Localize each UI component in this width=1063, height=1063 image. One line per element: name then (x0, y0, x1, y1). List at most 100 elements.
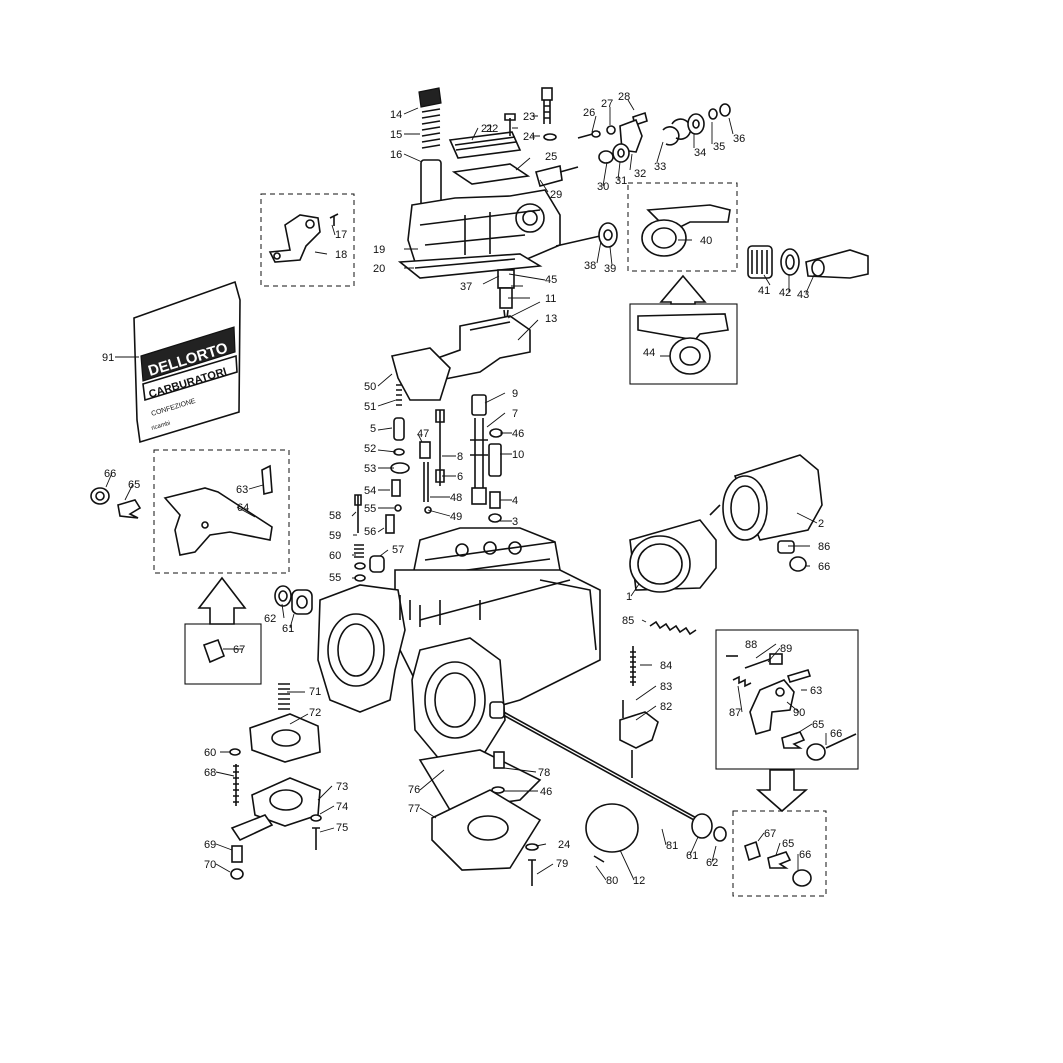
label-18: 18 (335, 249, 347, 261)
label-72: 72 (309, 707, 321, 719)
label-39: 39 (604, 263, 616, 275)
label-63b: 63 (810, 685, 822, 697)
label-74: 74 (336, 801, 348, 813)
label-48: 48 (450, 492, 462, 504)
label-44: 44 (643, 347, 655, 359)
label-65a: 65 (128, 479, 140, 491)
spring-85 (649, 620, 697, 636)
label-37: 37 (460, 281, 472, 293)
label-11: 11 (545, 293, 556, 305)
label-26: 26 (583, 107, 595, 119)
label-60a: 60 (329, 550, 341, 562)
float-assembly (391, 315, 531, 401)
label-69: 69 (204, 839, 216, 851)
label-84: 84 (660, 660, 672, 672)
label-73: 73 (336, 781, 348, 793)
bottom-detail-parts (744, 840, 812, 887)
base-plate-77 (418, 749, 542, 886)
label-22: 22 (486, 123, 498, 135)
label-27: 27 (601, 98, 613, 110)
label-49: 49 (450, 511, 462, 523)
label-5: 5 (370, 423, 376, 435)
label-28: 28 (618, 91, 630, 103)
label-9: 9 (512, 388, 518, 400)
label-24: 24 (523, 131, 535, 143)
label-66c: 66 (830, 728, 842, 740)
lever-82 (619, 700, 659, 778)
label-12: 12 (633, 875, 645, 887)
label-70: 70 (204, 859, 216, 871)
label-8: 8 (457, 451, 463, 463)
label-87: 87 (729, 707, 741, 719)
label-13: 13 (545, 313, 557, 325)
label-41: 41 (758, 285, 770, 297)
label-91: 91 (102, 352, 114, 364)
label-19: 19 (373, 244, 385, 256)
label-78: 78 (538, 767, 550, 779)
throttle-detail-parts (726, 653, 857, 761)
label-2: 2 (818, 518, 824, 530)
label-46b: 46 (540, 786, 552, 798)
detail-box-top-right (627, 182, 738, 272)
label-34: 34 (694, 147, 706, 159)
label-43: 43 (797, 289, 809, 301)
label-52: 52 (364, 443, 376, 455)
label-60b: 60 (204, 747, 216, 759)
label-66b: 66 (818, 561, 830, 573)
label-77: 77 (408, 803, 420, 815)
label-67b: 67 (764, 828, 776, 840)
label-80: 80 (606, 875, 618, 887)
bracket-18 (268, 213, 339, 263)
label-62b: 62 (706, 857, 718, 869)
label-29: 29 (550, 189, 562, 201)
label-6: 6 (457, 471, 463, 483)
label-25: 25 (545, 151, 557, 163)
label-16: 16 (390, 149, 402, 161)
label-21: 21 (481, 123, 493, 135)
arrow-down-to-left-box (197, 576, 247, 625)
label-46a: 46 (512, 428, 524, 440)
label-20: 20 (373, 263, 385, 275)
label-59: 59 (329, 530, 341, 542)
label-86: 86 (818, 541, 830, 553)
label-61a: 61 (282, 623, 294, 635)
label-65b: 65 (812, 719, 824, 731)
throttle-shaft-81 (489, 701, 727, 842)
label-51: 51 (364, 401, 376, 413)
label-81: 81 (666, 840, 678, 852)
small-parts-row (577, 103, 731, 164)
jets-column (354, 384, 503, 582)
label-88: 88 (745, 639, 757, 651)
label-14: 14 (390, 109, 402, 121)
label-89: 89 (780, 643, 792, 655)
part-40 (641, 204, 731, 257)
spring-84 (630, 646, 636, 686)
label-33: 33 (654, 161, 666, 173)
callout-labels: 14 15 16 17 18 19 20 21 22 23 24 25 26 2… (102, 91, 842, 887)
part-44 (637, 313, 729, 375)
label-55a: 55 (364, 503, 376, 515)
label-68: 68 (204, 767, 216, 779)
label-40: 40 (700, 235, 712, 247)
label-15: 15 (390, 129, 402, 141)
label-58: 58 (329, 510, 341, 522)
label-42: 42 (779, 287, 791, 299)
bushing-61-62 (274, 585, 313, 615)
label-57: 57 (392, 544, 404, 556)
label-65c: 65 (782, 838, 794, 850)
label-10: 10 (512, 449, 524, 461)
box-throttle-detail (715, 629, 859, 770)
label-30: 30 (597, 181, 609, 193)
label-85: 85 (622, 615, 634, 627)
label-66a: 66 (104, 468, 116, 480)
label-23: 23 (523, 111, 535, 123)
label-75: 75 (336, 822, 348, 834)
label-31: 31 (615, 175, 627, 187)
label-54: 54 (364, 485, 376, 497)
throttle-disc-12 (585, 803, 639, 853)
label-17: 17 (335, 229, 347, 241)
parts-41-43 (747, 245, 869, 279)
parts-bag-91: DELLORTO CARBURATORI CONFEZIONE ricambi (133, 280, 241, 444)
label-90: 90 (793, 707, 805, 719)
